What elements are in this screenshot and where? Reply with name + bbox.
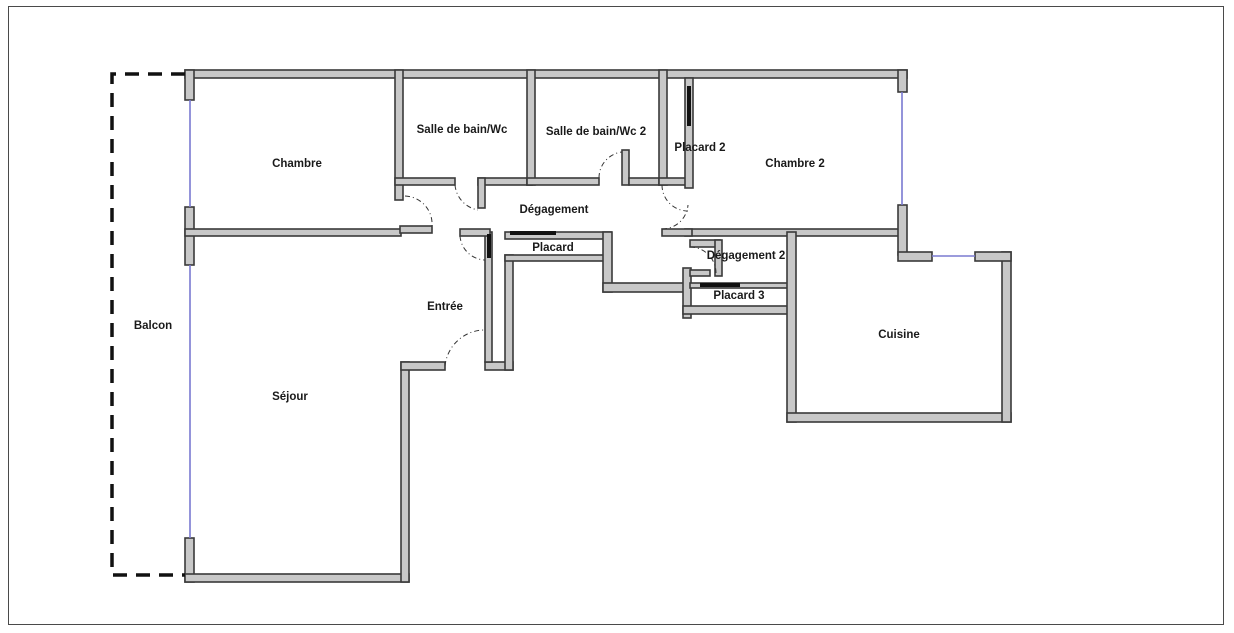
wall-sdb2-bottom-b [621,149,630,186]
door-entree [444,329,486,367]
label-cuisine: Cuisine [878,329,920,341]
wall-entree-right [504,254,514,371]
room-labels: Chambre Salle de bain/Wc Salle de bain/W… [134,124,920,403]
cupboard-marks [487,86,740,287]
wall-deg2-right [786,231,797,423]
wall-left-upper [184,69,195,101]
wall-placard2-right [684,77,694,189]
wall-corridor-left [459,228,491,237]
wall-top [184,69,908,79]
wall-sejour-step [400,361,446,371]
walls [184,69,1012,583]
label-chambre-2: Chambre 2 [765,158,824,170]
wall-sdb2-bottom-a [526,177,600,186]
windows [189,92,975,538]
label-sdb-wc-2: Salle de bain/Wc 2 [546,126,646,138]
label-chambre: Chambre [272,158,322,170]
label-sejour: Séjour [272,391,308,403]
wall-chambre2-jamb [661,228,693,237]
wall-sdb-jamb [477,177,486,209]
wall-placard-bottom [504,254,612,262]
wall-sdb2-stub [628,177,660,186]
wall-sdb-bottom-b [477,177,533,186]
wall-sdb-divider [526,69,536,186]
wall-deg2-left [682,267,692,319]
wall-chambre-door-jamb [399,225,433,234]
door-sdb-2 [598,151,623,179]
corridor-jamb [487,234,491,258]
label-degagement: Dégagement [519,204,588,216]
floor-plan-frame [8,6,1224,625]
wall-sdb2-right [658,69,668,186]
wall-deg2-corridor-right [714,239,723,277]
wall-cuisine-top-right [974,251,1012,262]
label-sdb-wc: Salle de bain/Wc [417,124,508,136]
wall-sdb-bottom-a [394,177,456,186]
wall-cuisine-top-left [897,251,933,262]
door-sdb [454,184,479,211]
door-deg2 [689,246,717,274]
door-entree-sejour [459,235,486,261]
wall-sejour-right [400,361,410,583]
wall-cuisine-bottom [786,412,1012,423]
label-placard-2: Placard 2 [674,142,725,154]
wall-sejour-bottom [184,573,410,583]
label-degagement-2: Dégagement 2 [707,250,786,262]
label-balcon: Balcon [134,320,172,332]
balcony-outline [110,72,185,577]
placard-3-shelf [700,283,740,287]
wall-cuisine-right [1001,251,1012,423]
wall-chambre-bottom [184,228,402,237]
placard-shelf [510,231,556,235]
wall-degagement-bottom [602,282,691,293]
doors [404,151,717,367]
label-placard: Placard [532,242,574,254]
wall-chambre2-right-upper [897,69,908,93]
wall-chambre2-right-lower [897,204,908,256]
placard-2-shelf [687,86,691,126]
door-chambre [404,195,433,227]
door-chambre-2 [661,204,689,230]
label-placard-3: Placard 3 [713,290,764,302]
wall-placard3-bottom [682,305,791,315]
label-entree: Entrée [427,301,463,313]
wall-deg2-stub [689,269,711,277]
door-placard-2 [661,184,689,212]
wall-chambre-right [394,69,404,201]
